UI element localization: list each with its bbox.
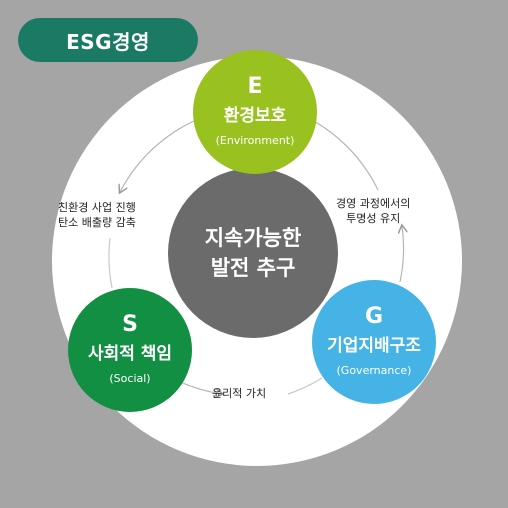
badge-label: ESG경영 xyxy=(66,29,150,54)
environment-letter: E xyxy=(247,74,263,99)
caption-ge-line-2: 투명성 유지 xyxy=(346,212,401,225)
arrow-governance-to-environment xyxy=(400,226,404,283)
governance-letter: G xyxy=(364,304,384,329)
caption-governance-environment: 경영 과정에서의 투명성 유지 xyxy=(336,196,410,226)
line-left-arc xyxy=(108,237,113,289)
esg-badge: ESG경영 xyxy=(18,18,198,62)
governance-title: 기업지배구조 xyxy=(327,336,421,356)
environment-subtitle: (Environment) xyxy=(215,134,295,147)
social-letter: S xyxy=(122,312,138,337)
caption-sg-line-1: 윤리적 가치 xyxy=(212,387,267,400)
social-title: 사회적 책임 xyxy=(87,344,173,364)
caption-environment-social: 친환경 사업 진행 탄소 배출량 감축 xyxy=(58,200,136,230)
caption-social-governance: 윤리적 가치 xyxy=(212,386,266,401)
caption-ge-line-1: 경영 과정에서의 xyxy=(336,197,411,210)
line-bottom-arc xyxy=(287,377,323,395)
social-node: S 사회적 책임 (Social) xyxy=(68,288,192,412)
environment-node: E 환경보호 (Environment) xyxy=(193,50,317,174)
caption-es-line-2: 탄소 배출량 감축 xyxy=(58,216,136,229)
governance-node: G 기업지배구조 (Governance) xyxy=(312,280,436,404)
social-subtitle: (Social) xyxy=(109,372,151,385)
governance-subtitle: (Governance) xyxy=(336,364,412,377)
center-circle: 지속가능한 발전 추구 xyxy=(168,168,338,338)
line-right-arc xyxy=(311,119,379,191)
center-line-1: 지속가능한 xyxy=(204,226,302,250)
environment-title: 환경보호 xyxy=(223,106,287,126)
center-line-2: 발전 추구 xyxy=(210,256,296,280)
arrow-environment-to-social xyxy=(120,119,197,192)
caption-es-line-1: 친환경 사업 진행 xyxy=(58,201,136,214)
